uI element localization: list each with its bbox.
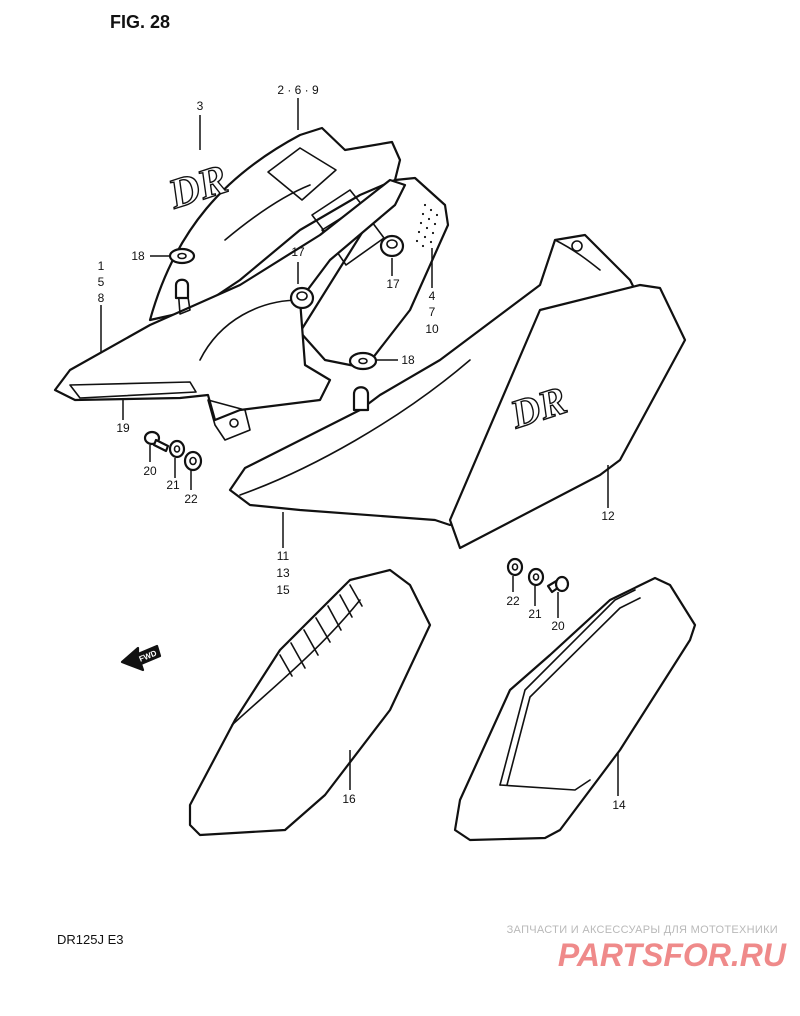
callout-3: 3 <box>197 99 204 113</box>
callout-2-6-9: 2 · 6 · 9 <box>277 83 319 97</box>
washer-21a <box>168 439 186 459</box>
callout-17b: 17 <box>386 277 400 291</box>
callout-11: 11 <box>277 549 290 563</box>
callout-1: 1 <box>98 259 105 273</box>
callout-7: 7 <box>429 305 436 319</box>
part-side-cover-left <box>188 568 432 837</box>
callout-18a: 18 <box>131 249 145 263</box>
vent-dots <box>415 203 439 248</box>
callout-5: 5 <box>98 275 105 289</box>
model-code: DR125J E3 <box>57 932 123 947</box>
callout-20b: 20 <box>551 619 565 633</box>
grommet-18b <box>348 351 378 371</box>
washer-21b <box>527 567 545 587</box>
callout-17a: 17 <box>291 245 305 259</box>
washer-22b <box>506 557 524 577</box>
grommet-18a <box>168 247 196 265</box>
callout-15: 15 <box>276 583 290 597</box>
grommet-17a <box>289 286 315 310</box>
leader-lines <box>100 98 619 796</box>
bolt-20a <box>143 430 170 453</box>
callout-13: 13 <box>276 566 290 580</box>
callout-16: 16 <box>342 792 356 806</box>
callout-19: 19 <box>116 421 130 435</box>
callout-18b: 18 <box>401 353 415 367</box>
part-side-cover-right <box>453 576 697 842</box>
callout-12: 12 <box>601 509 615 523</box>
callout-22a: 22 <box>184 492 198 506</box>
bolt-20b <box>546 575 570 594</box>
pin-upper <box>174 278 190 300</box>
pin-lower <box>352 386 370 412</box>
callout-14: 14 <box>612 798 626 812</box>
part-side-frame-cover: DR <box>228 233 687 550</box>
callout-10: 10 <box>425 322 439 336</box>
callouts: 3 2 · 6 · 9 18 1 5 8 17 17 4 7 10 18 19 … <box>98 83 626 812</box>
grommet-17b <box>379 234 405 258</box>
callout-20a: 20 <box>143 464 157 478</box>
part-tank-cover: DR <box>148 126 402 322</box>
callout-21b: 21 <box>528 607 542 621</box>
washer-22a <box>183 450 203 472</box>
watermark-brand: PARTSFOR.RU <box>558 937 787 973</box>
forward-arrow-icon: FWD <box>120 644 162 672</box>
callout-22b: 22 <box>506 594 520 608</box>
figure-title: FIG. 28 <box>110 12 170 32</box>
callout-4: 4 <box>429 289 436 303</box>
watermark: ЗАПЧАСТИ И АКСЕССУАРЫ ДЛЯ МОТОТЕХНИКИ PA… <box>507 924 787 973</box>
watermark-tagline: ЗАПЧАСТИ И АКСЕССУАРЫ ДЛЯ МОТОТЕХНИКИ <box>507 924 778 936</box>
callout-8: 8 <box>98 291 105 305</box>
callout-21a: 21 <box>166 478 180 492</box>
